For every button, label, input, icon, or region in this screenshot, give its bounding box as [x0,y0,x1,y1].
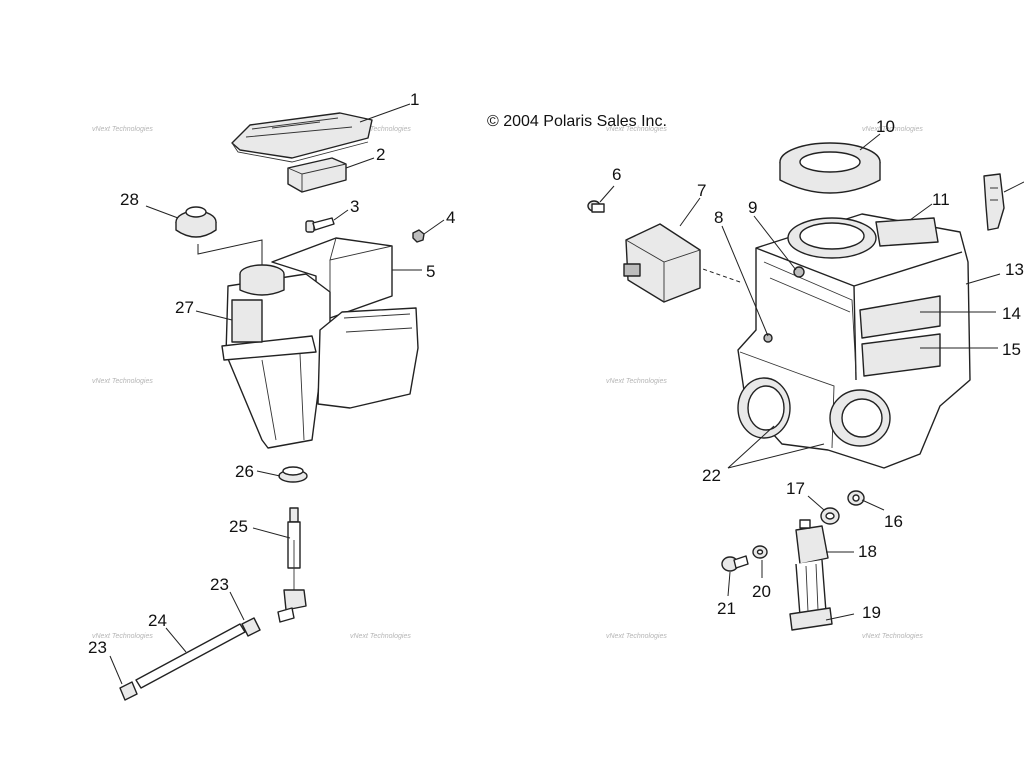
callout-23-lower: 23 [88,638,107,657]
watermark: vNext Technologies [350,633,411,640]
part-17-washer [820,507,840,525]
part-23-coupler [241,617,261,637]
callout-18: 18 [858,542,877,561]
part-20-washer [752,545,768,559]
part-4-nut [412,229,425,243]
part-25-sensor [277,507,307,623]
callout-16: 16 [884,512,903,531]
callout-26: 26 [235,462,254,481]
callout-15: 15 [1002,340,1021,359]
watermark: vNext Technologies [862,633,923,640]
callout-10: 10 [876,117,895,136]
part-19-bracket [789,559,833,631]
watermark: vNext Technologies [92,633,153,640]
callout-22: 22 [702,466,721,485]
callout-2: 2 [376,145,385,164]
part-21-bolt [721,555,749,572]
part-26-grommet [278,466,308,483]
callout-17: 17 [786,479,805,498]
callout-8: 8 [714,208,723,227]
part-3-bolt [305,217,335,233]
part-6-bolt [587,200,605,213]
watermark: vNext Technologies [606,126,667,133]
airbox-body [737,213,971,469]
part-5-bracket [271,237,393,319]
watermark: vNext Technologies [92,378,153,385]
callout-11: 11 [932,190,950,209]
callout-21: 21 [717,599,736,618]
callout-6: 6 [612,165,621,184]
callout-14: 14 [1002,304,1021,323]
part-27-tank [221,264,331,449]
watermark: vNext Technologies [862,126,923,133]
callout-7: 7 [697,181,706,200]
part-28-cap [175,206,263,270]
watermark: vNext Technologies [606,633,667,640]
watermark: vNext Technologies [350,126,411,133]
callout-4: 4 [446,208,455,227]
callout-labels: 1 2 3 4 5 6 7 8 9 10 11 13 14 15 16 17 1… [88,90,1024,657]
watermark: vNext Technologies [92,126,153,133]
part-12-clip [983,173,1005,231]
part-16-nut [847,490,865,506]
part-1-cover [231,112,373,163]
part-10-filter-ring [779,142,881,194]
callout-1: 1 [410,90,419,109]
part-2-block [287,157,347,193]
callout-19: 19 [862,603,881,622]
callout-23-upper: 23 [210,575,229,594]
part-24-tube [135,623,246,689]
part-7-module [623,223,701,303]
copyright-text: © 2004 Polaris Sales Inc. [487,113,667,130]
callout-27: 27 [175,298,194,317]
callout-25: 25 [229,517,248,536]
callout-20: 20 [752,582,771,601]
leader-lines [109,103,1024,685]
callout-3: 3 [350,197,359,216]
callout-24: 24 [148,611,167,630]
callout-13: 13 [1005,260,1024,279]
callout-5: 5 [426,262,435,281]
callout-9: 9 [748,198,757,217]
part-18-block [795,519,829,565]
watermark: vNext Technologies [606,378,667,385]
part-5-tank-lower [317,307,419,409]
callout-28: 28 [120,190,139,209]
part-23-coupler-lower [119,681,138,701]
